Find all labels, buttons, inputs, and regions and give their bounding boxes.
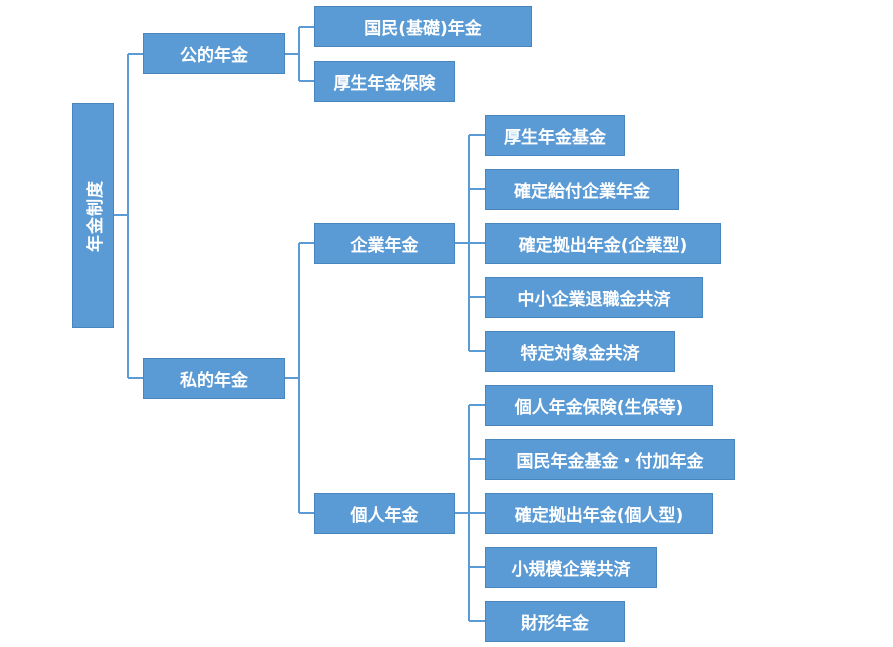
individual-child: 国民年金基金・付加年金 <box>485 439 735 480</box>
public-child-national: 国民(基礎)年金 <box>314 6 532 47</box>
individual-child: 小規模企業共済 <box>485 547 657 588</box>
root-node: 年金制度 <box>72 103 114 328</box>
individual-child: 財形年金 <box>485 601 625 642</box>
corporate-child: 厚生年金基金 <box>485 115 625 156</box>
root-node-label: 年金制度 <box>85 179 106 252</box>
individual-pension-node: 個人年金 <box>314 493 455 534</box>
corporate-pension-node: 企業年金 <box>314 223 455 264</box>
public-pension-node: 公的年金 <box>143 33 285 74</box>
public-child-employee: 厚生年金保険 <box>314 61 455 102</box>
individual-child: 確定拠出年金(個人型) <box>485 493 713 534</box>
corporate-child: 確定拠出年金(企業型) <box>485 223 721 264</box>
corporate-child: 中小企業退職金共済 <box>485 277 703 318</box>
individual-child: 個人年金保険(生保等) <box>485 385 713 426</box>
corporate-child: 確定給付企業年金 <box>485 169 679 210</box>
corporate-child: 特定対象金共済 <box>485 331 675 372</box>
private-pension-node: 私的年金 <box>143 358 285 399</box>
